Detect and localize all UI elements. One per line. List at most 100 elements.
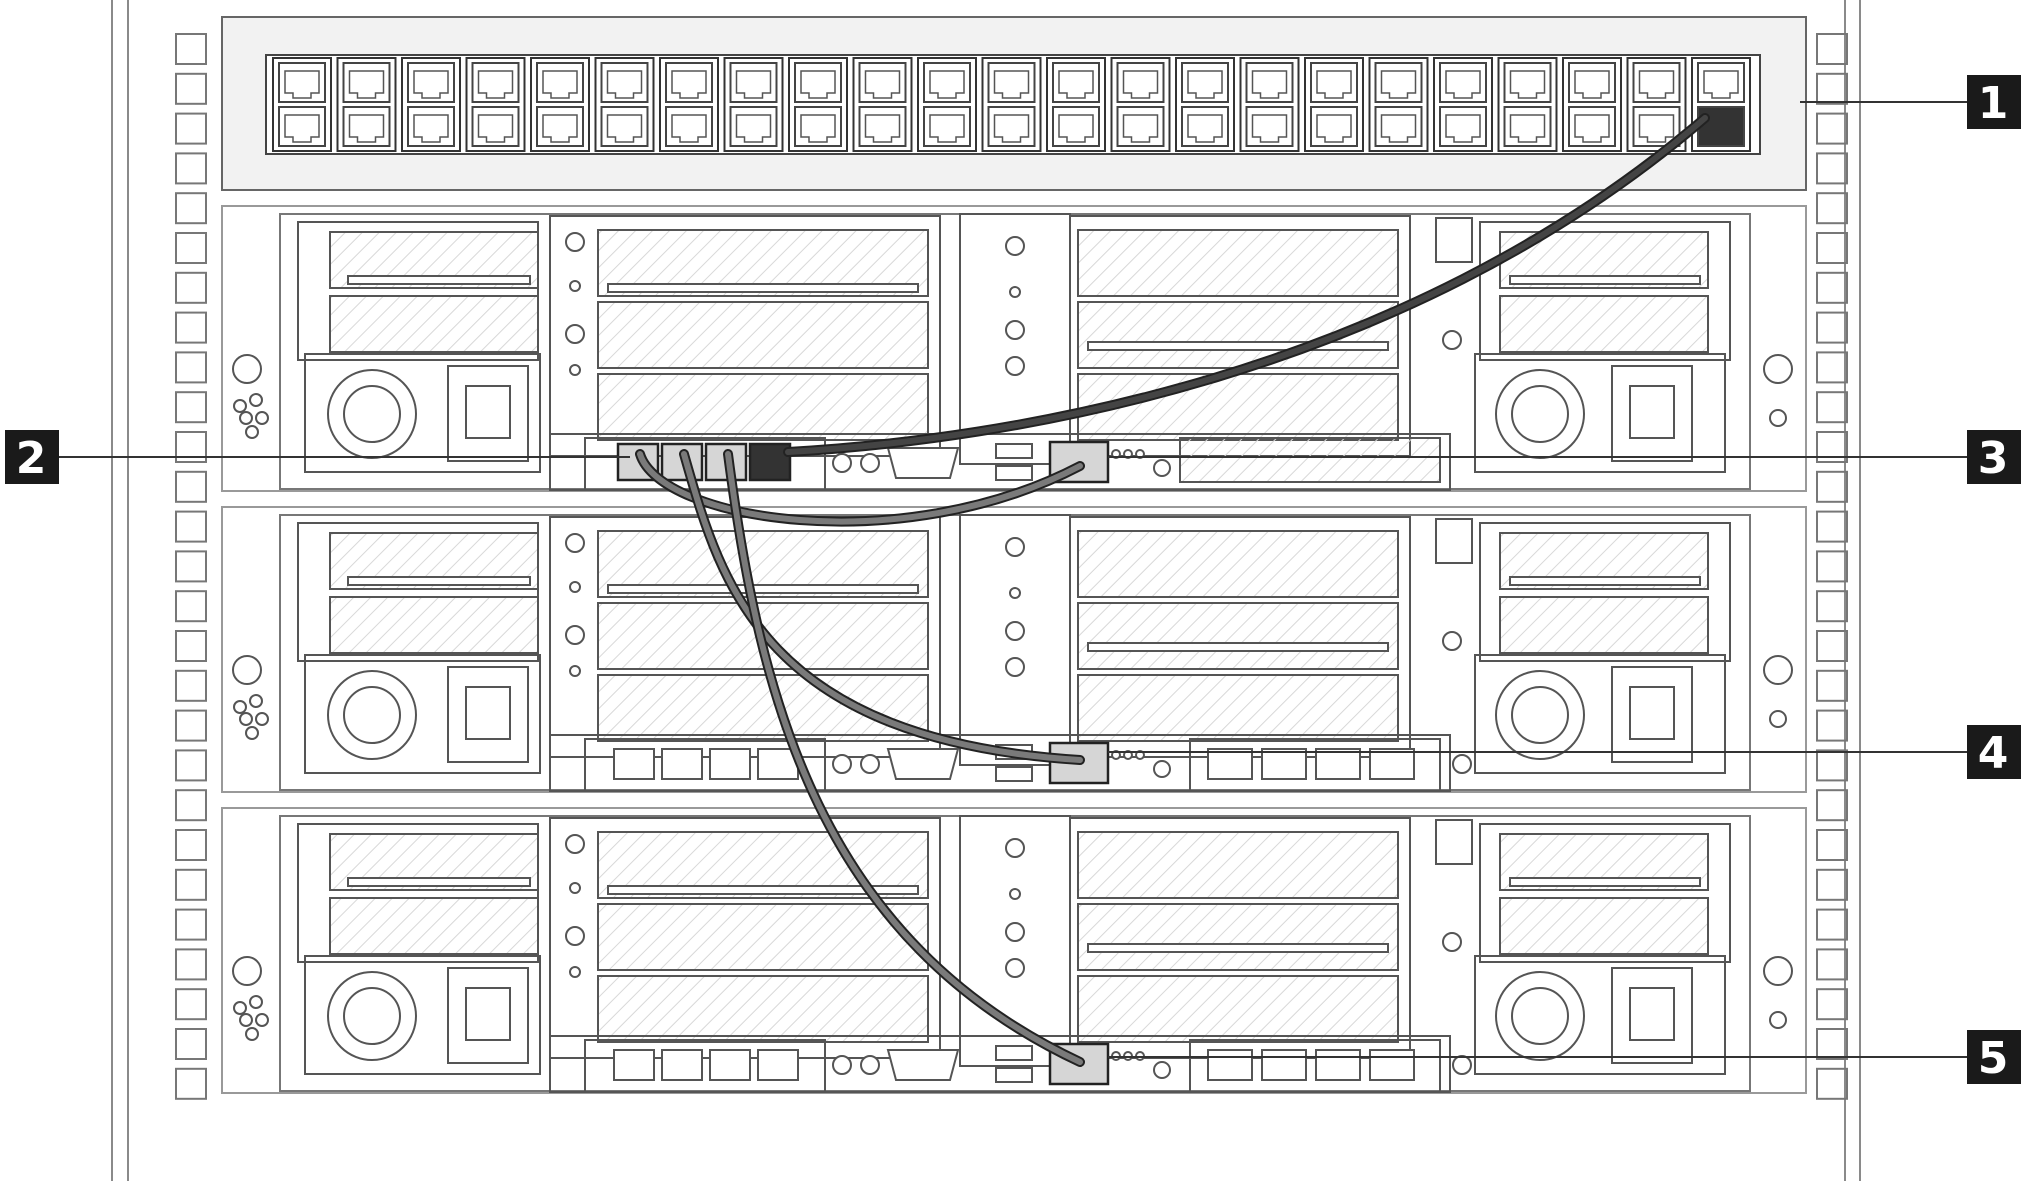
rack-mount-hole (175, 630, 207, 662)
switch-port (471, 62, 520, 103)
switch-port (536, 62, 584, 103)
switch-port (987, 62, 1036, 103)
rack-mount-hole (1816, 749, 1848, 782)
rack-mount-hole (175, 948, 207, 981)
rack-ear-dot (255, 411, 269, 425)
network-port (1207, 1049, 1253, 1081)
network-port-housing (1189, 738, 1441, 792)
left-riser (297, 522, 539, 662)
switch-port (1503, 106, 1552, 147)
screw (565, 232, 585, 252)
rack-mount-hole (1816, 868, 1848, 901)
vga-port (886, 447, 960, 479)
screw (565, 625, 585, 645)
usb-port (995, 465, 1033, 481)
rack-mount-hole (175, 908, 207, 941)
network-port (757, 1049, 799, 1081)
switch-port (1116, 62, 1165, 103)
switch-port (1568, 62, 1616, 103)
network-port (661, 748, 703, 780)
cable-switch-management-port (785, 115, 1708, 455)
rack-mount-hole (175, 271, 207, 304)
pcie-slot (329, 596, 539, 654)
rack-mount-hole (175, 749, 207, 782)
pcie-slot (1499, 897, 1709, 955)
latch (1435, 518, 1473, 564)
callout-3: 3 (1108, 430, 2021, 484)
cables (635, 113, 1710, 1067)
rack-mount-hole (175, 510, 207, 543)
switch-port (1374, 106, 1423, 147)
switch-port (923, 106, 971, 147)
psu-fan-hub (1511, 686, 1569, 744)
switch-port (1439, 62, 1487, 103)
screw (1005, 621, 1025, 641)
rack-ear-dot (245, 425, 259, 439)
switch-port (600, 62, 649, 103)
screw (569, 966, 581, 978)
rack-ear-dot (239, 712, 253, 726)
screw (1153, 1061, 1171, 1079)
enclosure-shared-ports (584, 437, 826, 491)
rack-mount-hole (175, 311, 207, 344)
callout-1: 1 (1800, 75, 2021, 129)
rack-ear-dot (249, 694, 263, 708)
pcie-slot (1077, 831, 1399, 899)
screw (860, 754, 880, 774)
screw (860, 453, 880, 473)
callout-box (1967, 1030, 2021, 1084)
rack-mount-hole (1816, 351, 1848, 384)
rack-ear-dot (245, 726, 259, 740)
rack-mount-hole (175, 232, 207, 264)
screw (832, 453, 852, 473)
network-port-housing (584, 1039, 826, 1093)
rack-mount-hole (175, 868, 207, 901)
left-riser (297, 823, 539, 963)
pcie-slot (329, 295, 539, 353)
network-ports (584, 1039, 826, 1093)
screw (1005, 537, 1025, 557)
rack-mount-hole (1816, 709, 1848, 742)
rack-mount-hole (175, 431, 207, 463)
switch-port (1052, 62, 1100, 103)
slot-connector (1509, 576, 1701, 586)
network-port (709, 1049, 751, 1081)
slot-connector (347, 877, 531, 887)
rack-mount-hole (1816, 590, 1848, 623)
pcie-slot (1077, 229, 1399, 297)
latch (1435, 217, 1473, 263)
pcie-slot (597, 301, 929, 369)
rack-ear-dot (233, 399, 247, 413)
power-supply (304, 654, 541, 774)
rack-mount-hole (1816, 192, 1848, 225)
rack-mount-hole (175, 590, 207, 623)
cable-node-1-xcc-port (637, 451, 1083, 525)
rack-ear-dot (233, 700, 247, 714)
rack-ear-circle (232, 655, 262, 685)
network-port (613, 1049, 655, 1081)
rack-mount-hole (1816, 510, 1848, 543)
rack-mount-hole (1816, 829, 1848, 861)
network-port-housing (1189, 1039, 1441, 1093)
power-inlet (1611, 666, 1693, 763)
screw (569, 665, 581, 677)
pcie-slot (597, 975, 929, 1043)
screw (1009, 587, 1021, 599)
switch-port (1632, 106, 1681, 147)
rack-mount-hole (1816, 33, 1848, 65)
right-riser (1479, 221, 1731, 361)
server-node-1 (221, 205, 1807, 492)
switch-port (1374, 62, 1423, 103)
pcie-slot (1499, 596, 1709, 654)
screw (1005, 657, 1025, 677)
screw (1442, 932, 1462, 952)
slot-connector (347, 275, 531, 285)
rack-mount-hole (175, 1028, 207, 1060)
rack-ear-dot (1769, 409, 1787, 427)
switch-port (729, 62, 778, 103)
callout-number: 3 (1978, 433, 2009, 484)
switch-port (665, 62, 713, 103)
switch-port (278, 62, 326, 103)
screw (565, 533, 585, 553)
cable-node-2-xcc-port (681, 451, 1083, 763)
